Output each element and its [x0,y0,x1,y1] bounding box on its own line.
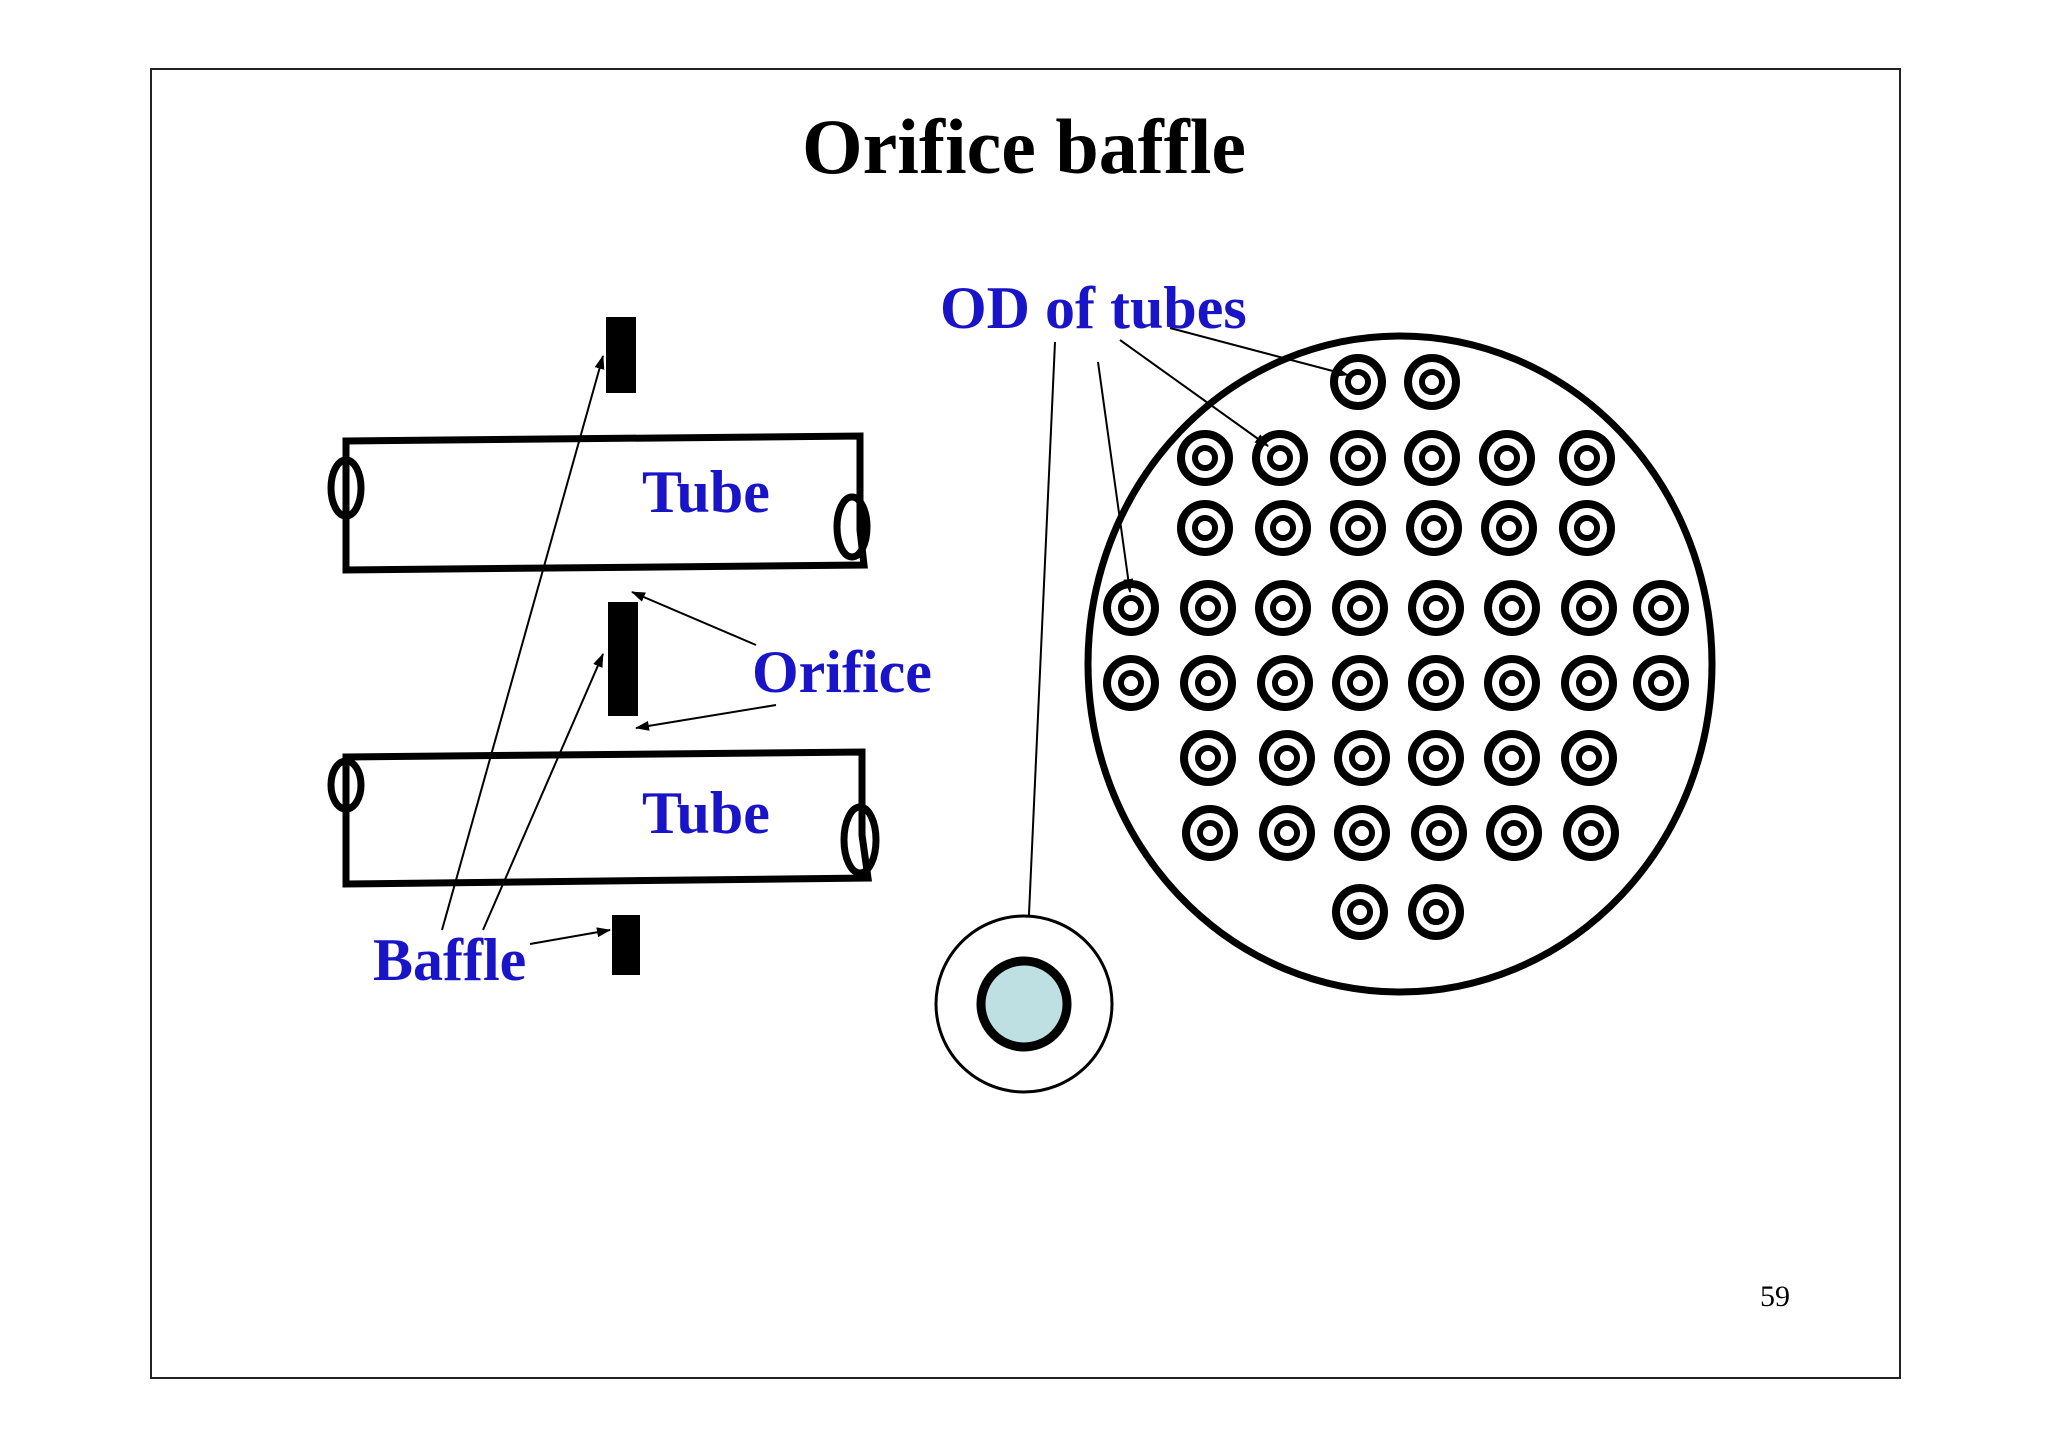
upper-tube-side-view [327,432,871,574]
tube-hole [1330,500,1386,556]
tube-hole [1484,580,1540,636]
tube-hole [1259,805,1315,861]
od-of-tubes-arrows [1022,327,1349,959]
tube-hole [1103,655,1159,711]
baffle-arrows [441,355,611,945]
tube-hole-grid [1103,354,1689,940]
tube-hole [1561,580,1617,636]
tube-hole [1408,655,1464,711]
tube-hole [1411,805,1467,861]
od-of-tubes-label: OD of tubes [940,275,1247,341]
tube-hole [1633,655,1689,711]
tube-label-upper: Tube [642,459,770,525]
tube-hole [1486,805,1542,861]
tube-hole [1481,500,1537,556]
baffle-label: Baffle [373,927,527,993]
tube-hole [1404,430,1460,486]
tube-hole [1330,430,1386,486]
tube-hole [1561,655,1617,711]
tube-hole [1177,430,1233,486]
page-number: 59 [1760,1280,1790,1313]
tube-hole [1332,580,1388,636]
tube-hole [1252,430,1308,486]
tube-hole [1332,884,1388,940]
baffle-segment-bottom [612,915,640,975]
tube-hole [1559,430,1615,486]
orifice-arrows [631,591,777,731]
tube-hole [1332,655,1388,711]
tube-hole [1408,580,1464,636]
baffle-segment-middle [608,602,638,716]
slide-title: Orifice baffle [802,103,1246,190]
tube-hole [1334,805,1390,861]
tube-hole [1408,730,1464,786]
tube-hole [1180,580,1236,636]
tube-hole [1103,580,1159,636]
lower-tube-side-view [327,748,880,888]
tube-hole [1255,580,1311,636]
tube-end-view-icon [934,914,1114,1094]
tube-hole [1334,730,1390,786]
orifice-label: Orifice [752,639,932,705]
tube-hole [1182,805,1238,861]
tube-hole [1484,730,1540,786]
tube-sheet [1084,332,1716,996]
tube-hole [1404,354,1460,410]
tube-hole [1563,805,1619,861]
tube-hole [1561,730,1617,786]
tube-hole [1330,354,1386,410]
tube-hole [1484,655,1540,711]
tube-hole [1257,655,1313,711]
tube-hole [1408,884,1464,940]
tube-hole [1180,655,1236,711]
tube-label-lower: Tube [642,780,770,846]
tube-hole [1259,730,1315,786]
baffle-segment-top [606,317,636,393]
tube-hole [1255,500,1311,556]
tube-hole [1559,500,1615,556]
tube-hole [1177,500,1233,556]
tube-hole [1479,430,1535,486]
baffle-segments [606,317,640,975]
tube-hole [1180,730,1236,786]
tube-hole [1633,580,1689,636]
tube-hole [1406,500,1462,556]
